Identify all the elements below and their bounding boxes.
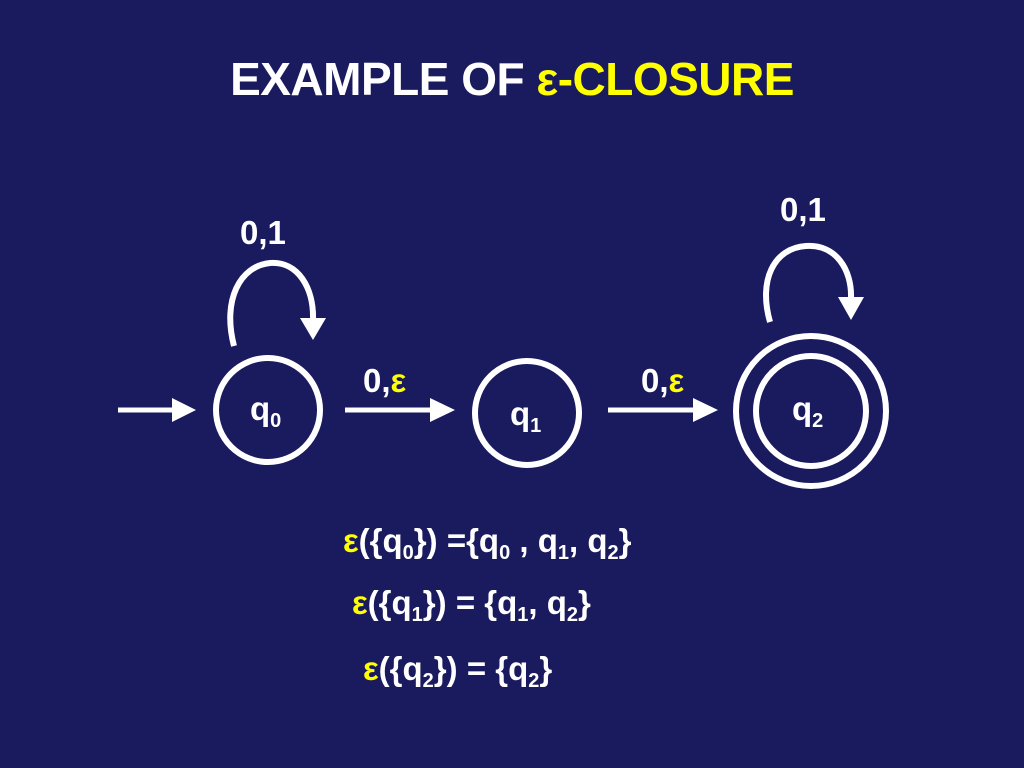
equals-sign: = <box>466 650 487 687</box>
equals-sign: = <box>455 584 476 621</box>
state-q2-inner-circle <box>753 353 869 469</box>
self-loop-q0 <box>227 259 326 347</box>
transition-label-q1-q2: 0,ε <box>641 362 684 400</box>
epsilon-symbol: ε <box>352 584 368 621</box>
transition-label-q0-q1: 0,ε <box>363 362 406 400</box>
epsilon-symbol: ε <box>668 362 685 399</box>
self-loop-q2 <box>763 242 864 323</box>
self-loop-label-q0: 0,1 <box>240 214 286 251</box>
slide-title: EXAMPLE OF ε-CLOSURE <box>0 52 1024 106</box>
start-arrow <box>118 398 196 422</box>
state-label-q1: q1 <box>510 395 542 437</box>
epsilon-symbol: ε <box>343 522 359 559</box>
transition-arrow-q1-q2 <box>608 398 718 422</box>
closure-equation-q1: ε({q1}) = {q1, q2} <box>352 584 591 626</box>
state-q2-outer-circle <box>733 333 889 489</box>
transition-arrow-q0-q1 <box>345 398 455 422</box>
transition-label-main: 0, <box>641 362 669 399</box>
equals-sign: = <box>446 522 467 559</box>
epsilon-symbol: ε <box>390 362 407 399</box>
state-q0-circle <box>213 355 323 465</box>
state-label-q0: q0 <box>250 390 282 432</box>
epsilon-symbol: ε <box>363 650 379 687</box>
self-loop-label-q2: 0,1 <box>780 191 826 228</box>
closure-equation-q2: ε({q2}) = {q2} <box>363 650 553 692</box>
state-q1-circle <box>472 358 582 468</box>
closure-equation-q0: ε({q0}) ={q0 , q1, q2} <box>343 522 632 564</box>
title-highlight: ε-CLOSURE <box>536 53 794 105</box>
state-label-q2: q2 <box>792 390 824 432</box>
transition-label-main: 0, <box>363 362 391 399</box>
title-prefix: EXAMPLE OF <box>230 53 537 105</box>
